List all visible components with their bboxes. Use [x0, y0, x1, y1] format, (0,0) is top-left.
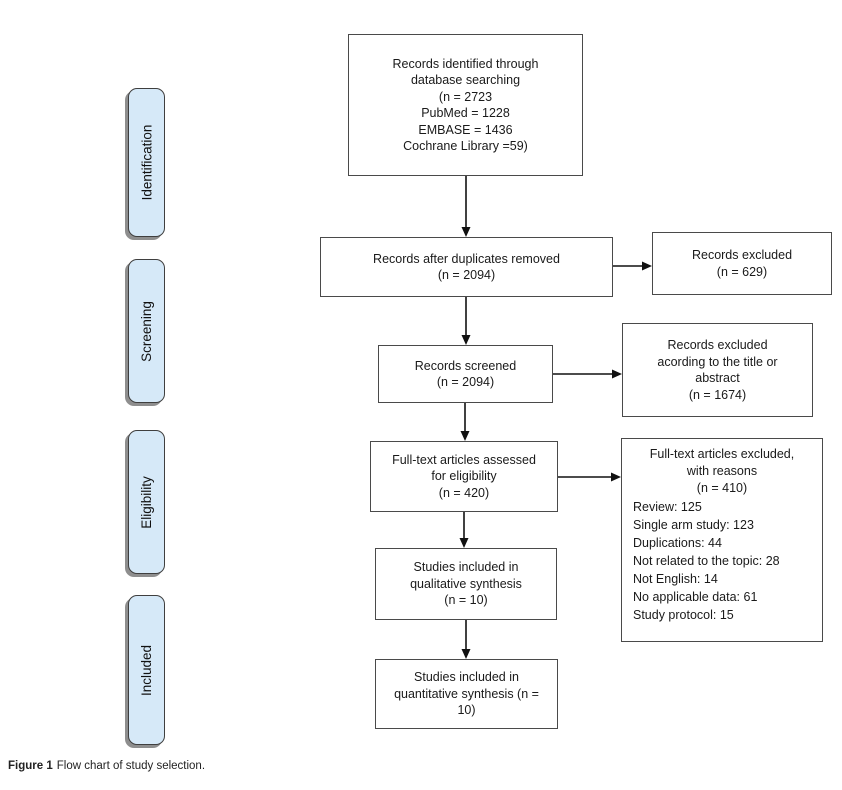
box-records-excluded-text: Records excluded (n = 629)	[691, 248, 793, 279]
arrow-screened-to-excluded-title	[553, 369, 622, 379]
arrow-qualitative-to-quantitative	[461, 620, 471, 659]
stage-screening-label: Screening	[139, 300, 155, 362]
box-records-identified: Records identified through database sear…	[348, 34, 583, 176]
box-fulltext-excluded: Full-text articles excluded, with reason…	[621, 438, 823, 642]
arrow-fulltext-to-qualitative	[459, 512, 469, 548]
arrow-duplicates-to-screened	[461, 297, 471, 345]
box-records-screened: Records screened (n = 2094)	[378, 345, 553, 403]
box-excluded-title-abstract: Records excluded acording to the title o…	[622, 323, 813, 417]
box-quantitative-synthesis: Studies included in quantitative synthes…	[375, 659, 558, 729]
arrow-identified-to-duplicates	[461, 176, 471, 237]
arrow-screened-to-fulltext	[460, 403, 470, 441]
stage-eligibility-label: Eligibility	[139, 475, 154, 529]
stage-included-label: Included	[139, 644, 155, 696]
arrow-fulltext-to-excluded-reasons	[558, 472, 621, 482]
box-fulltext-excluded-reasons: Review: 125 Single arm study: 123 Duplic…	[633, 500, 780, 623]
arrow-duplicates-to-excluded	[613, 261, 652, 271]
box-records-identified-text: Records identified through database sear…	[392, 56, 539, 154]
box-fulltext-assessed-text: Full-text articles assessed for eligibil…	[392, 452, 536, 500]
stage-included: Included	[128, 595, 165, 745]
box-quantitative-synthesis-text: Studies included in quantitative synthes…	[394, 670, 539, 718]
box-records-excluded: Records excluded (n = 629)	[652, 232, 832, 295]
box-fulltext-excluded-header: Full-text articles excluded, with reason…	[649, 447, 795, 495]
figure-caption-label: Figure 1	[8, 760, 53, 772]
figure-caption-text: Flow chart of study selection.	[56, 760, 206, 772]
stage-screening: Screening	[128, 259, 165, 403]
box-duplicates-removed: Records after duplicates removed (n = 20…	[320, 237, 613, 297]
box-fulltext-assessed: Full-text articles assessed for eligibil…	[370, 441, 558, 512]
box-excluded-title-abstract-text: Records excluded acording to the title o…	[657, 338, 778, 402]
stage-identification-label: Identification	[139, 124, 154, 201]
box-qualitative-synthesis-text: Studies included in qualitative synthesi…	[410, 560, 522, 608]
box-records-screened-text: Records screened (n = 2094)	[414, 358, 517, 390]
box-qualitative-synthesis: Studies included in qualitative synthesi…	[375, 548, 557, 620]
stage-eligibility: Eligibility	[128, 430, 165, 574]
box-duplicates-removed-text: Records after duplicates removed (n = 20…	[373, 251, 560, 283]
stage-identification: Identification	[128, 88, 165, 237]
